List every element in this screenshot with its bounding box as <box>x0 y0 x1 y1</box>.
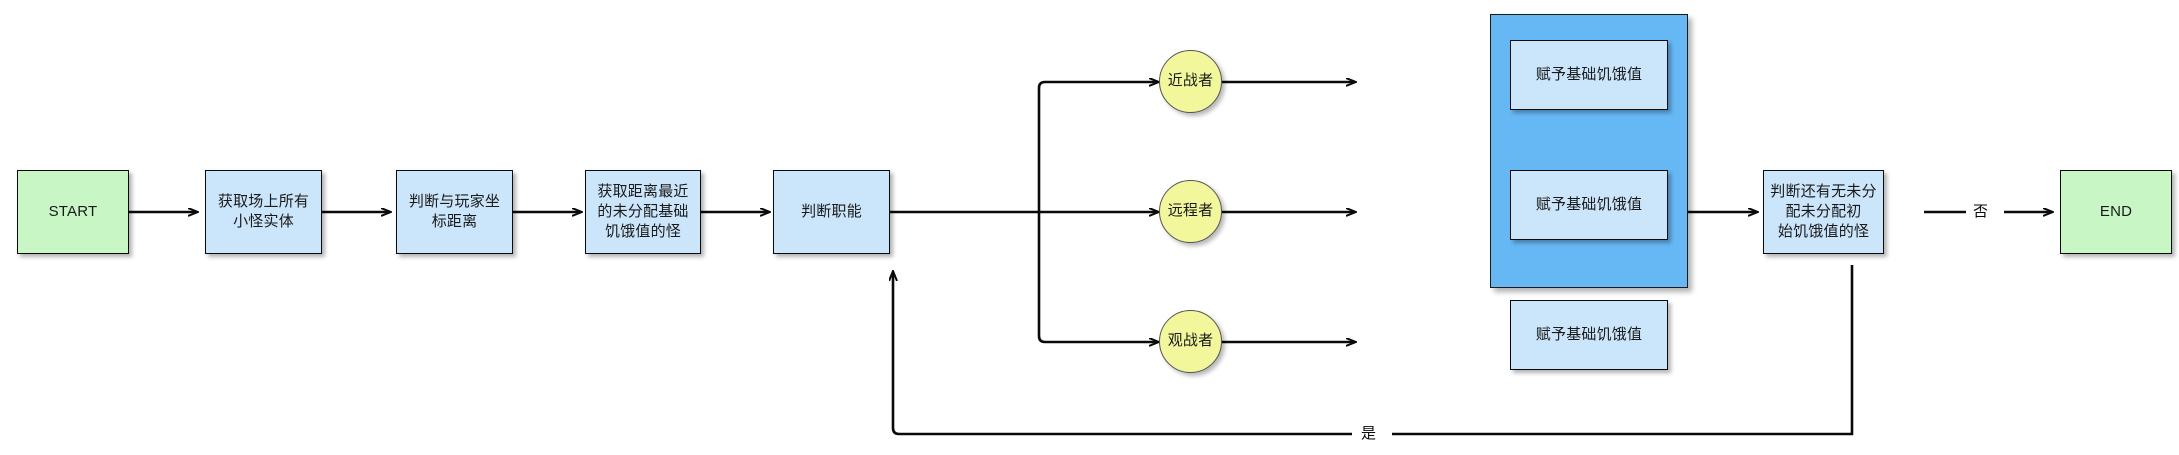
node-assign-hunger-spectator[interactable]: 赋予基础饥饿值 <box>1510 300 1668 370</box>
node-check-remaining-label: 判断还有无未分配未分配初 始饥饿值的怪 <box>1770 182 1877 241</box>
node-melee-label: 近战者 <box>1167 72 1214 90</box>
node-ranged[interactable]: 远程者 <box>1159 180 1222 243</box>
node-assign-hunger-ranged[interactable]: 赋予基础饥饿值 <box>1510 170 1668 240</box>
node-assign-hunger-spectator-label: 赋予基础饥饿值 <box>1535 325 1643 343</box>
node-judge-distance[interactable]: 判断与玩家坐标距离 <box>396 170 513 254</box>
edge-label-no: 否 <box>1968 204 1994 219</box>
node-fetch-entities[interactable]: 获取场上所有小怪实体 <box>205 170 322 254</box>
node-get-nearest[interactable]: 获取距离最近的未分配基础 饥饿值的怪 <box>585 170 701 254</box>
node-melee[interactable]: 近战者 <box>1159 50 1222 113</box>
node-assign-hunger-melee-label: 赋予基础饥饿值 <box>1535 65 1643 83</box>
edge-branch-to-melee <box>1037 82 1158 212</box>
node-spectator-label: 观战者 <box>1167 332 1214 350</box>
node-assign-hunger-melee[interactable]: 赋予基础饥饿值 <box>1510 40 1668 110</box>
node-ranged-label: 远程者 <box>1167 202 1214 220</box>
node-check-remaining[interactable]: 判断还有无未分配未分配初 始饥饿值的怪 <box>1763 170 1884 254</box>
node-spectator[interactable]: 观战者 <box>1159 310 1222 373</box>
edge-label-yes: 是 <box>1356 426 1382 441</box>
node-assign-hunger-ranged-label: 赋予基础饥饿值 <box>1535 195 1643 213</box>
node-end-label: END <box>2099 202 2133 220</box>
node-start[interactable]: START <box>17 170 129 254</box>
node-judge-role-label: 判断职能 <box>801 202 862 220</box>
node-end[interactable]: END <box>2060 170 2172 254</box>
node-get-nearest-label: 获取距离最近的未分配基础 饥饿值的怪 <box>597 182 689 241</box>
node-fetch-entities-label: 获取场上所有小怪实体 <box>217 192 310 230</box>
edge-branch-to-spectator <box>1037 212 1158 342</box>
node-judge-role[interactable]: 判断职能 <box>773 170 890 254</box>
node-judge-distance-label: 判断与玩家坐标距离 <box>408 192 501 230</box>
edge-loop-to-nearest <box>893 272 1352 436</box>
node-start-label: START <box>48 202 98 220</box>
